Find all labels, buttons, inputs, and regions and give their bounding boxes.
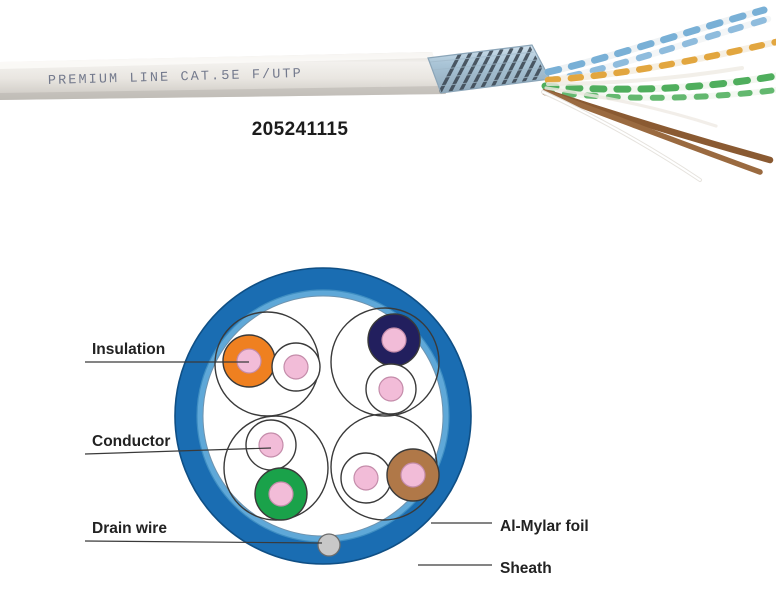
- brown-white-wire-conductor: [353, 465, 379, 491]
- photo-separator-strands: [544, 66, 744, 128]
- photo-pair-brown: [541, 88, 774, 175]
- cable-photo: PREMIUM LINE CAT.5E F/UTP: [0, 0, 776, 185]
- leader-conductor: [84, 447, 272, 455]
- cable-photo-illustration: PREMIUM LINE CAT.5E F/UTP: [0, 0, 776, 185]
- green-white-wire-conductor: [258, 432, 284, 458]
- callout-leader-lines: [84, 361, 492, 566]
- label-sheath: Sheath: [500, 560, 552, 577]
- pair-green: [245, 419, 308, 521]
- blue-wire-conductor: [381, 327, 407, 353]
- cable-jacket: [0, 52, 446, 100]
- orange-wire-conductor: [236, 348, 262, 374]
- drain-wire: [317, 533, 341, 557]
- twisted-pairs: [541, 6, 776, 182]
- label-insulation: Insulation: [92, 341, 165, 358]
- pair-orange: [222, 334, 321, 392]
- leader-drain-wire: [84, 540, 323, 544]
- photo-drain-wire: [541, 90, 702, 182]
- brown-wire-conductor: [400, 462, 426, 488]
- photo-pair-green: [541, 72, 776, 101]
- label-drain-wire: Drain wire: [92, 520, 167, 537]
- jacket-print-text: PREMIUM LINE CAT.5E F/UTP: [48, 67, 303, 89]
- blue-white-wire-conductor: [378, 376, 404, 402]
- cross-section-illustration: Insulation Conductor Drain wire Al-Mylar…: [0, 240, 776, 600]
- pair-brown: [340, 448, 440, 504]
- pair-group-blue: [330, 307, 440, 417]
- label-al-mylar-foil: Al-Mylar foil: [500, 518, 589, 535]
- cross-section-diagram: Insulation Conductor Drain wire Al-Mylar…: [0, 240, 776, 600]
- label-conductor: Conductor: [92, 433, 170, 450]
- pair-blue: [365, 313, 421, 415]
- part-number-caption: 205241115: [251, 119, 349, 140]
- green-wire-conductor: [268, 481, 294, 507]
- orange-white-wire-conductor: [283, 354, 309, 380]
- photo-pair-orange: [544, 38, 776, 84]
- cable-shield-section: [427, 44, 551, 94]
